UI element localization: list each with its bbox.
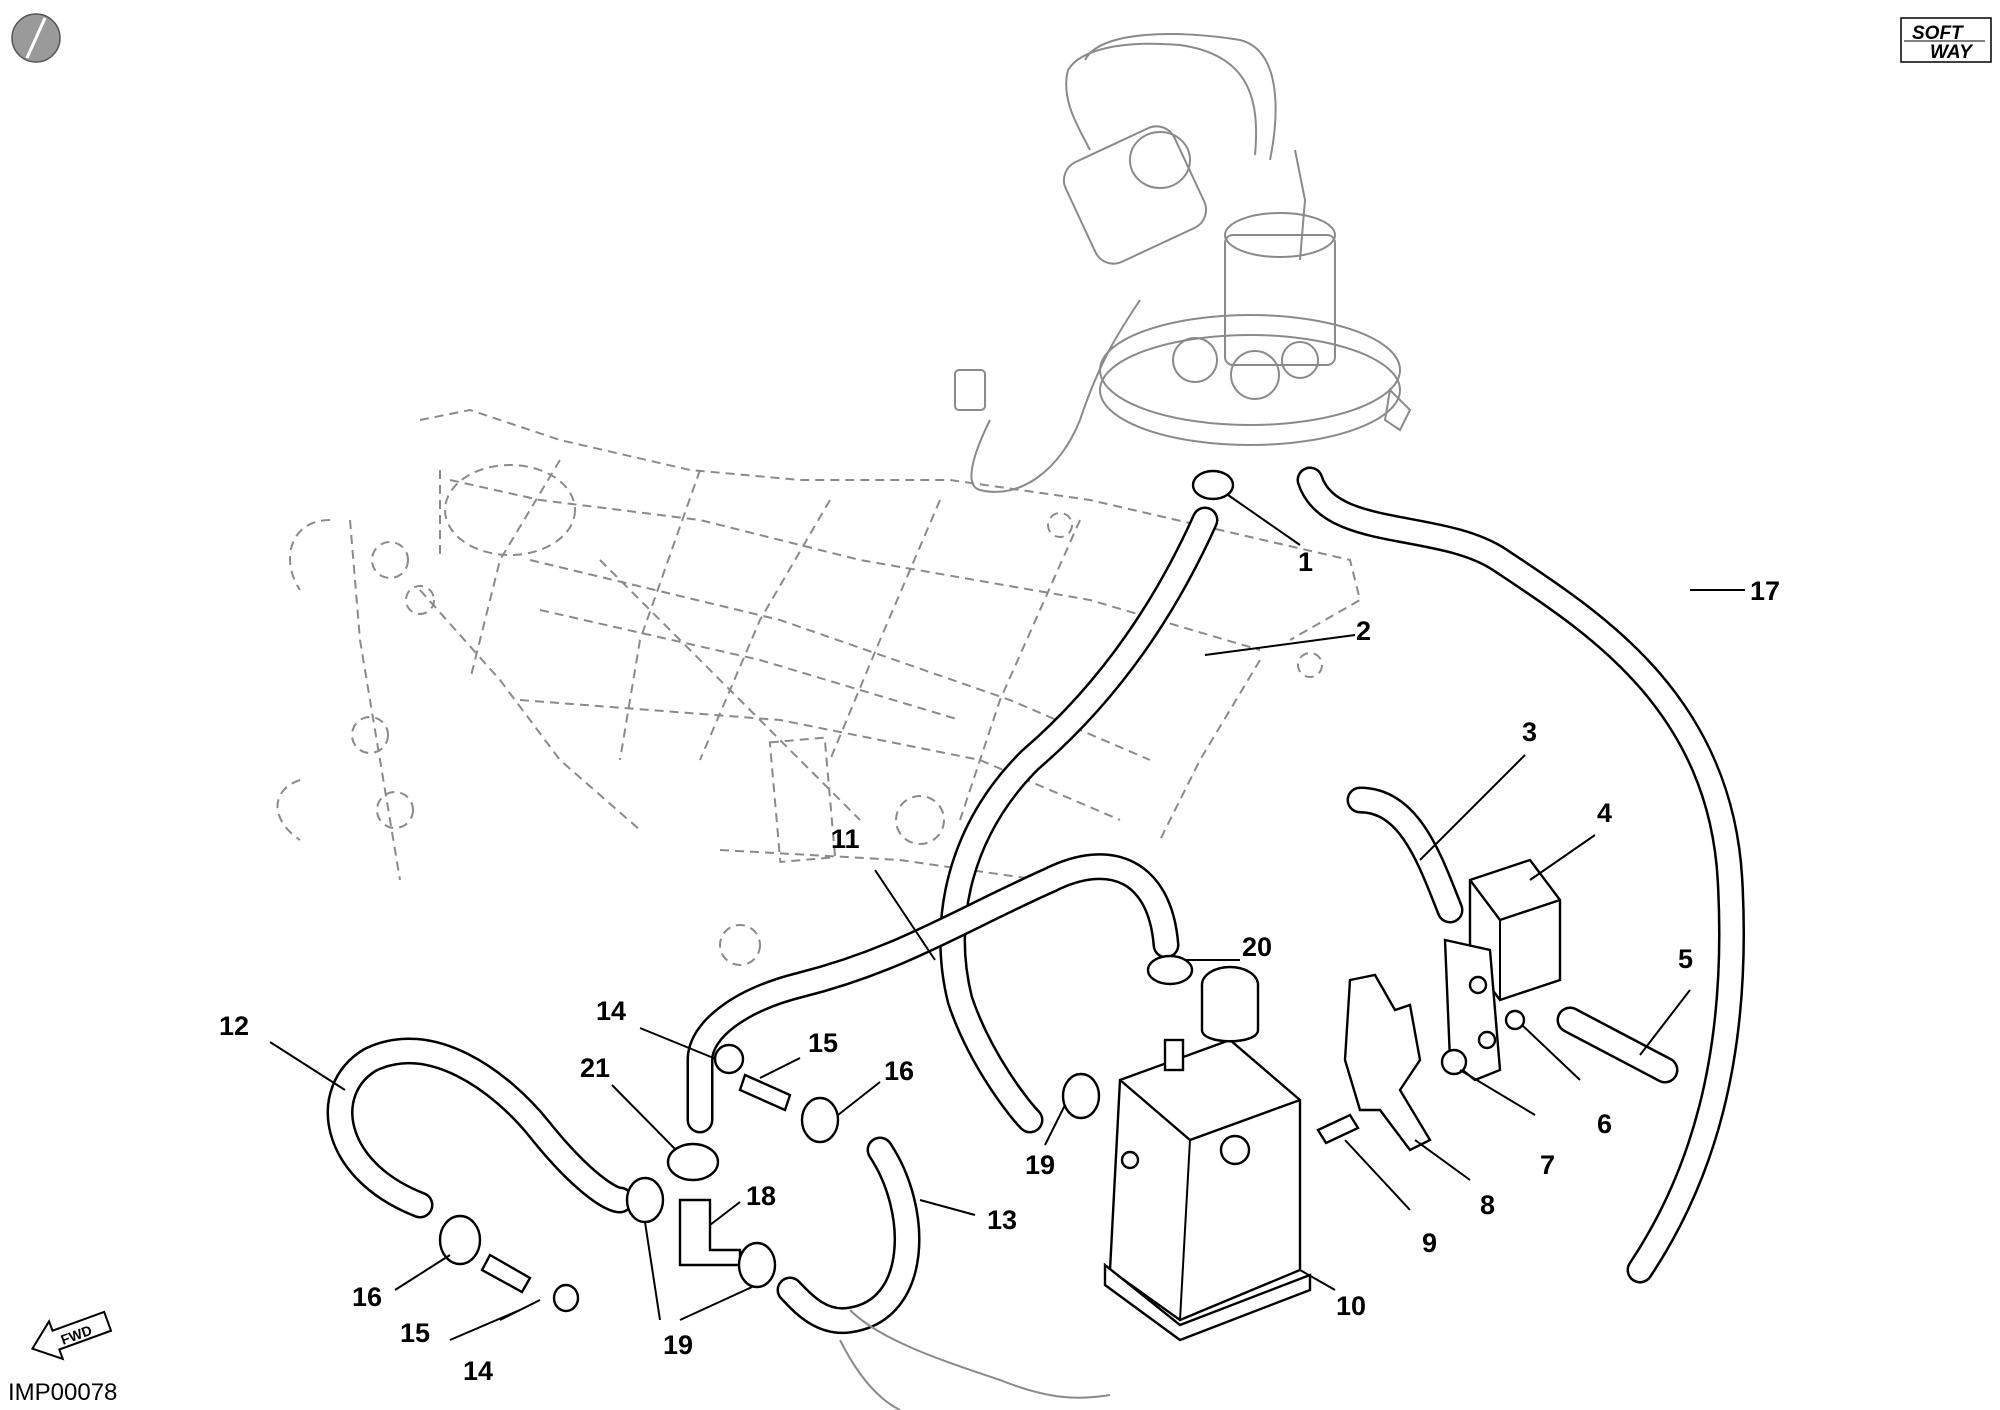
hose-17 (1296, 466, 1746, 1284)
hose-12 (326, 1037, 634, 1219)
clamp-1 (1191, 469, 1235, 501)
callout-17: 17 (1750, 576, 1780, 606)
svg-text:WAY: WAY (1930, 42, 1974, 63)
callout-labels: 1 2 3 4 5 6 7 8 9 10 11 12 13 14 14 15 1… (219, 547, 1780, 1386)
hose-13 (776, 1136, 921, 1335)
callout-9: 9 (1422, 1228, 1437, 1258)
clamp-19a (1061, 1072, 1101, 1120)
svg-text:SOFT: SOFT (1912, 23, 1964, 44)
fwd-arrow-icon: FWD (30, 1310, 113, 1361)
callout-15a: 15 (808, 1028, 838, 1058)
nut-6 (1504, 1009, 1526, 1031)
clamp-21 (666, 1142, 720, 1182)
callout-18: 18 (746, 1181, 776, 1211)
fitting-15b (480, 1253, 532, 1294)
leader-lines (269, 494, 1745, 1341)
tee-18 (678, 1198, 742, 1267)
clamp-20 (1146, 954, 1194, 986)
callout-10: 10 (1336, 1291, 1366, 1321)
callout-13: 13 (987, 1205, 1017, 1235)
callout-21: 21 (580, 1053, 610, 1083)
callout-16b: 16 (352, 1282, 382, 1312)
valve-4 (1468, 858, 1562, 1002)
callout-20: 20 (1242, 932, 1272, 962)
nut-7 (1440, 1048, 1468, 1076)
fitting-15a (738, 1073, 792, 1112)
screw-9 (1316, 1113, 1360, 1145)
callout-1: 1 (1298, 547, 1313, 577)
clamp-19b (625, 1176, 665, 1224)
clamp-19c (737, 1241, 777, 1289)
callout-5: 5 (1678, 944, 1693, 974)
callout-4: 4 (1597, 798, 1612, 828)
bracket-7 (1443, 938, 1502, 1082)
callout-14b: 14 (463, 1356, 493, 1386)
disc-emblem-icon (11, 13, 61, 63)
callout-6: 6 (1597, 1109, 1612, 1139)
callout-2: 2 (1356, 616, 1371, 646)
callout-12: 12 (219, 1011, 249, 1041)
washer-14b (552, 1283, 580, 1313)
callout-16a: 16 (884, 1056, 914, 1086)
canister-10 (1103, 965, 1312, 1342)
callout-19a: 19 (1025, 1150, 1055, 1180)
callout-14a: 14 (596, 996, 626, 1026)
hose-11 (686, 853, 1180, 1134)
fuel-pump-assembly (954, 33, 1412, 493)
softway-logo: SOFT WAY (1900, 17, 1992, 63)
callout-7: 7 (1540, 1150, 1555, 1180)
clamps (438, 469, 1235, 1289)
callout-3: 3 (1522, 717, 1537, 747)
bracket-8 (1343, 973, 1432, 1152)
drawing-ref: IMP00078 (8, 1379, 117, 1406)
callout-11: 11 (831, 824, 860, 854)
clamp-16a (800, 1096, 840, 1144)
hose-3 (1346, 786, 1464, 924)
washer-14a (713, 1043, 745, 1075)
hose-bottom-ghost (839, 1309, 1111, 1410)
clamp-16b (438, 1214, 482, 1266)
hose-5 (1556, 1006, 1679, 1084)
callout-8: 8 (1480, 1190, 1495, 1220)
hardware (480, 1009, 1526, 1313)
callout-19b: 19 (663, 1330, 693, 1360)
hose-2 (939, 506, 1219, 1134)
callout-15b: 15 (400, 1318, 430, 1348)
